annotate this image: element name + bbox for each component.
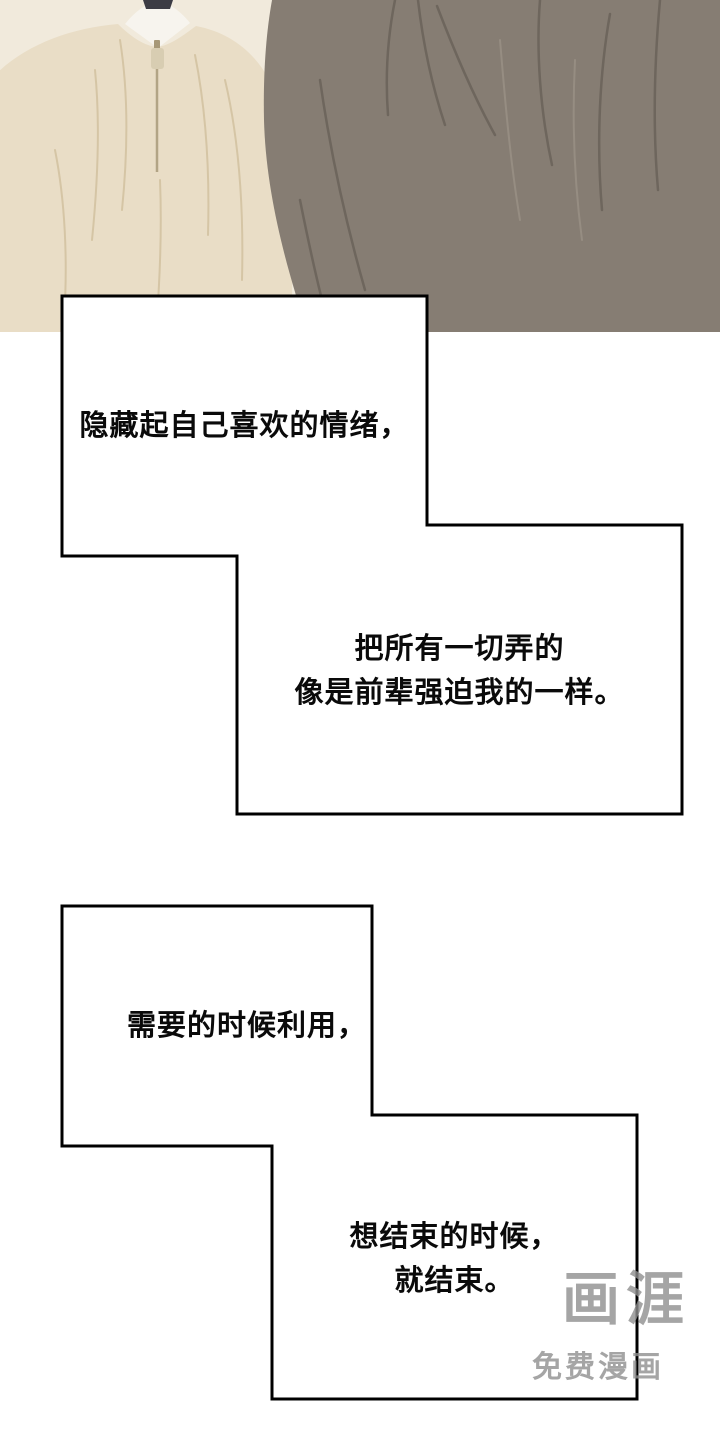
caption-text-1: 隐藏起自己喜欢的情绪， — [79, 408, 410, 442]
jacket-fold-lines — [298, 0, 662, 332]
caption-text-2: 把所有一切弄的 像是前辈强迫我的一样。 — [294, 631, 625, 709]
sweater-shape — [0, 24, 293, 332]
illustration-svg — [0, 0, 720, 332]
zipper-pull — [151, 48, 164, 69]
caption-text-4: 想结束的时候， 就结束。 — [349, 1218, 560, 1297]
caption-text-3: 需要的时候利用， — [126, 1008, 367, 1042]
jacket-shape — [263, 0, 720, 332]
zipper-slider — [154, 40, 160, 49]
comic-panel-illustration — [0, 0, 720, 332]
jacket-highlight-lines — [499, 39, 583, 241]
collar-shape — [125, 2, 190, 48]
collar-trim — [143, 0, 173, 9]
